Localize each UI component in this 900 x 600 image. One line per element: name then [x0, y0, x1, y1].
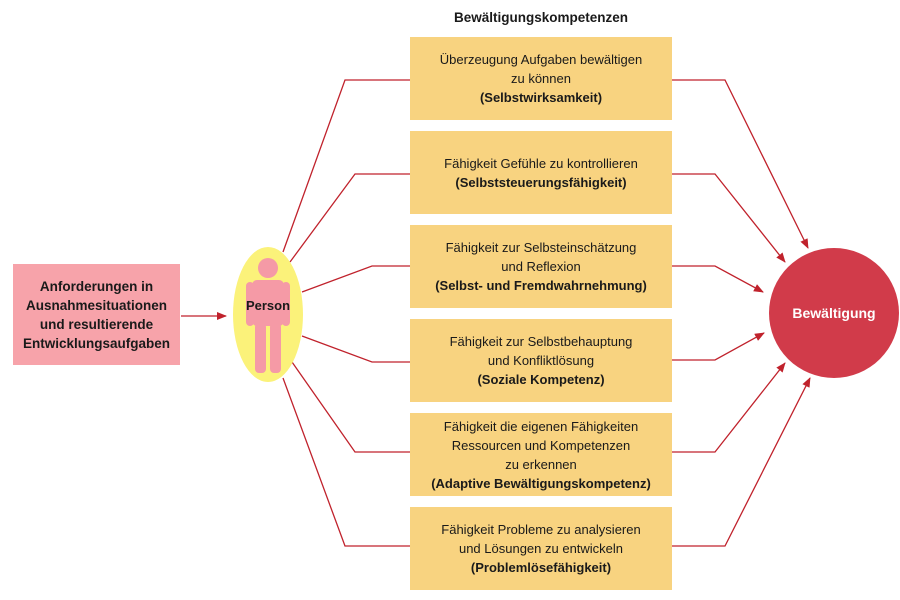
competency-description: Fähigkeit zur Selbsteinschätzung und Ref… [445, 240, 637, 274]
outcome-label: Bewältigung [792, 305, 876, 321]
competency-description: Fähigkeit Gefühle zu kontrollieren [444, 155, 638, 171]
person-ellipse [233, 247, 303, 382]
competency-term: (Selbst- und Fremdwahrnehmung) [435, 278, 647, 293]
competency-description: Fähigkeit die eigenen Fähigkeiten Ressou… [443, 418, 639, 472]
competency-term: (Problemlösefähigkeit) [470, 560, 612, 575]
competency-to-outcome-arrow-1 [672, 79, 809, 249]
competency-box-self-perception: Fähigkeit zur Selbsteinschätzung und Ref… [410, 225, 672, 308]
competency-box-problem-solving: Fähigkeit Probleme zu analysieren und Lö… [410, 507, 672, 590]
person-figure-icon [246, 258, 290, 373]
person-to-competency-line-3 [301, 265, 410, 293]
competency-description: Überzeugung Aufgaben bewältigen zu könne… [439, 52, 643, 86]
competency-term: (Adaptive Bewältigungskompetenz) [431, 475, 651, 491]
competency-to-outcome-arrow-5 [672, 362, 786, 453]
competency-to-outcome-arrow-6 [672, 377, 811, 547]
demand-text: Anforderungen in Ausnahmesituationen und… [22, 278, 171, 351]
competency-term: (Selbstwirksamkeit) [479, 90, 603, 105]
competency-box-self-efficacy: Überzeugung Aufgaben bewältigen zu könne… [410, 37, 672, 120]
person-label: Person [245, 298, 291, 313]
competency-term: (Selbststeuerungsfähigkeit) [455, 174, 627, 190]
competency-term: (Soziale Kompetenz) [477, 372, 605, 387]
person-to-competency-line-2 [289, 173, 410, 263]
person-to-competency-line-6 [282, 377, 410, 547]
demand-box: Anforderungen in Ausnahmesituationen und… [13, 264, 180, 365]
person-to-competency-line-5 [291, 361, 410, 453]
competency-box-adaptive: Fähigkeit die eigenen Fähigkeiten Ressou… [410, 413, 672, 496]
person-to-competency-line-1 [282, 79, 410, 253]
competency-to-outcome-arrow-3 [672, 265, 764, 293]
person-to-competency-line-4 [301, 335, 410, 363]
competency-box-social: Fähigkeit zur Selbstbehauptung und Konfl… [410, 319, 672, 402]
competencies-header: Bewältigungskompetenzen [453, 10, 629, 25]
competency-box-self-regulation: Fähigkeit Gefühle zu kontrollieren (Selb… [410, 131, 672, 214]
competency-description: Fähigkeit zur Selbstbehauptung und Konfl… [449, 334, 633, 368]
outcome-circle: Bewältigung [769, 248, 899, 378]
competency-to-outcome-arrow-2 [672, 173, 786, 263]
competency-description: Fähigkeit Probleme zu analysieren und Lö… [441, 522, 641, 556]
competency-to-outcome-arrow-4 [672, 332, 765, 361]
